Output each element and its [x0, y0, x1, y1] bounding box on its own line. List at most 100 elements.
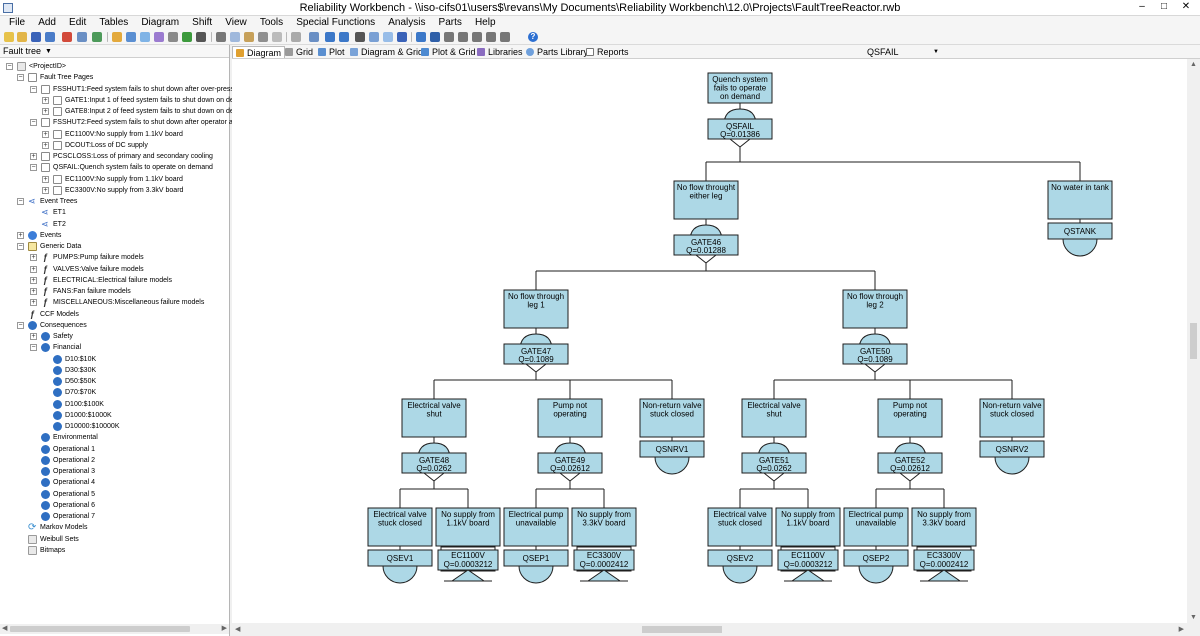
layout-icon[interactable] — [369, 32, 379, 42]
menu-special-functions[interactable]: Special Functions — [296, 17, 376, 28]
menu-help[interactable]: Help — [474, 17, 496, 28]
expand-icon[interactable]: + — [42, 186, 49, 194]
menu-file[interactable]: File — [9, 17, 26, 28]
minimize-button[interactable]: – — [1139, 1, 1145, 12]
menu-tables[interactable]: Tables — [99, 17, 129, 28]
delete-icon[interactable] — [272, 32, 282, 42]
tree-node[interactable]: +GATE1:Input 1 of feed system fails to s… — [0, 95, 234, 106]
tree-node[interactable]: ⟳Markov Models — [0, 522, 229, 533]
expand-icon[interactable]: + — [30, 288, 37, 295]
collapse-icon[interactable]: − — [30, 344, 37, 352]
collapse-icon[interactable]: − — [17, 243, 24, 250]
expand-icon[interactable]: + — [42, 130, 49, 138]
zoom-window-icon[interactable] — [486, 32, 496, 42]
tree-node[interactable]: −Financial — [0, 342, 229, 353]
tree-node[interactable]: Operational 1 — [0, 444, 229, 455]
move-down-icon[interactable] — [339, 32, 349, 42]
expand-icon[interactable]: + — [30, 254, 37, 262]
collapse-icon[interactable]: − — [30, 119, 37, 127]
tree-node[interactable]: +EC1100V:No supply from 1.1kV board — [0, 129, 229, 140]
tree-node[interactable]: +EC1100V:No supply from 1.1kV board — [0, 174, 229, 185]
menu-analysis[interactable]: Analysis — [388, 17, 426, 28]
expand-icon[interactable]: + — [30, 276, 37, 284]
tree-node[interactable]: Operational 7 — [0, 511, 229, 522]
expand-icon[interactable]: + — [42, 96, 49, 104]
analyse-icon[interactable] — [182, 32, 192, 42]
tree-node[interactable]: ⋖ET1 — [0, 207, 229, 218]
tab-diagram[interactable]: Diagram — [232, 46, 286, 58]
properties-icon[interactable] — [430, 32, 440, 42]
expand-icon[interactable]: + — [17, 231, 24, 239]
menu-view[interactable]: View — [225, 17, 247, 28]
add-event-icon[interactable] — [126, 32, 136, 42]
page-selector-combo[interactable]: QSFAIL ▼ — [864, 46, 942, 58]
tree-horizontal-scrollbar[interactable]: ◀ ▶ — [0, 624, 229, 634]
tree-node[interactable]: Operational 4 — [0, 477, 229, 488]
tree-node[interactable]: Operational 5 — [0, 489, 229, 500]
help-icon[interactable]: ? — [528, 32, 538, 42]
tree-node[interactable]: D100:$100K — [0, 399, 229, 410]
collapse-icon[interactable]: − — [17, 198, 24, 205]
scroll-left-icon[interactable]: ◀ — [2, 625, 8, 632]
tree-node[interactable]: +Events — [0, 230, 229, 241]
add-gate-icon[interactable] — [112, 32, 122, 42]
scroll-thumb[interactable] — [1190, 323, 1197, 359]
expand-icon[interactable]: + — [30, 153, 37, 160]
tree-node[interactable]: Operational 2 — [0, 455, 229, 466]
tree-node[interactable]: D1000:$1000K — [0, 410, 229, 421]
panel-view-selector[interactable]: Fault tree ▼ — [0, 45, 229, 58]
tree-node[interactable]: Operational 3 — [0, 466, 229, 477]
tree-node[interactable]: D50:$50K — [0, 376, 229, 387]
expand-icon[interactable]: + — [42, 141, 49, 149]
cut-icon[interactable] — [216, 32, 226, 42]
zoom-fit-icon[interactable] — [472, 32, 482, 42]
tab-parts-library[interactable]: Parts Library — [526, 46, 588, 58]
tab-grid[interactable]: Grid — [285, 46, 313, 58]
expand-icon[interactable]: + — [30, 265, 37, 273]
expand-icon[interactable]: + — [42, 175, 49, 183]
scroll-thumb[interactable] — [642, 626, 722, 633]
tab-libraries[interactable]: Libraries — [477, 46, 523, 58]
project-tree[interactable]: −<ProjectID>−Fault Tree Pages−FSSHUT1:Fe… — [0, 61, 236, 623]
tree-node[interactable]: D10000:$10000K — [0, 421, 229, 432]
find-icon[interactable] — [309, 32, 319, 42]
scroll-thumb[interactable] — [10, 626, 190, 632]
expand-icon[interactable]: + — [42, 108, 49, 115]
canvas-horizontal-scrollbar[interactable]: ◀ ▶ — [232, 623, 1200, 636]
canvas-vertical-scrollbar[interactable]: ▲ ▼ — [1187, 59, 1200, 623]
tree-node[interactable]: D10:$10K — [0, 354, 229, 365]
export-icon[interactable] — [92, 32, 102, 42]
tree-node[interactable]: −Generic Data — [0, 241, 229, 252]
scroll-up-icon[interactable]: ▲ — [1190, 61, 1197, 68]
tree-node[interactable]: +Safety — [0, 331, 229, 342]
scroll-right-icon[interactable]: ▶ — [1178, 626, 1184, 633]
menu-diagram[interactable]: Diagram — [141, 17, 180, 28]
add-page-icon[interactable] — [168, 32, 178, 42]
collapse-icon[interactable]: − — [6, 63, 13, 70]
save-icon[interactable] — [31, 32, 41, 42]
print-icon[interactable] — [62, 32, 72, 42]
link-icon[interactable] — [383, 32, 393, 42]
diagram-icon[interactable] — [397, 32, 407, 42]
tree-node[interactable]: Environmental — [0, 432, 229, 443]
tree-node[interactable]: −FSSHUT1:Feed system fails to shut down … — [0, 84, 234, 95]
zoom-in-icon[interactable] — [444, 32, 454, 42]
collapse-icon[interactable]: − — [30, 164, 37, 172]
settings-icon[interactable] — [196, 32, 206, 42]
paste-special-icon[interactable] — [258, 32, 268, 42]
info-icon[interactable] — [416, 32, 426, 42]
scroll-left-icon[interactable]: ◀ — [235, 626, 241, 633]
tree-node[interactable]: −<ProjectID> — [0, 61, 229, 72]
tree-node[interactable]: −QSFAIL:Quench system fails to operate o… — [0, 162, 229, 173]
tree-node[interactable]: Operational 6 — [0, 500, 229, 511]
tab-plot[interactable]: Plot — [318, 46, 345, 58]
tree-node[interactable]: −⋖Event Trees — [0, 196, 229, 207]
scroll-right-icon[interactable]: ▶ — [221, 625, 227, 632]
tree-node[interactable]: +DCOUT:Loss of DC supply — [0, 140, 229, 151]
